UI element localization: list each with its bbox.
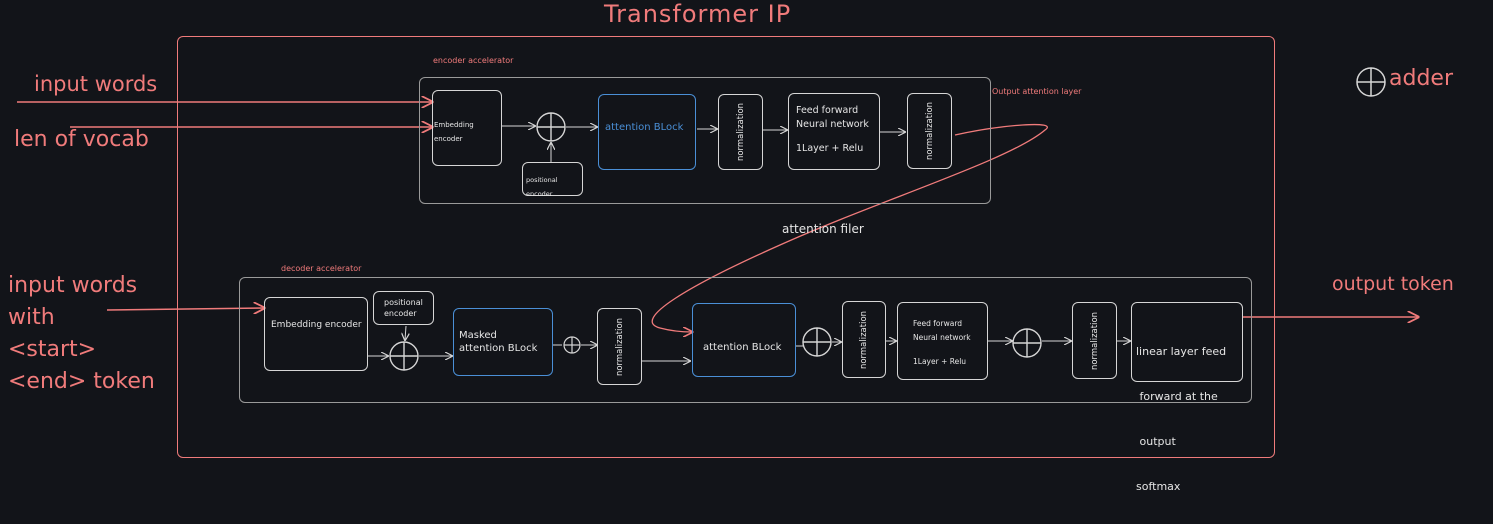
decoder-attention-label: attention BLock (703, 342, 782, 353)
diagram-title: Transformer IP (604, 0, 792, 28)
decoder-input-label: input words with <start> <end> token (8, 270, 155, 398)
legend-adder-icon (1356, 67, 1386, 97)
encoder-norm1-label: normalization (735, 102, 746, 162)
decoder-linear-line-1: linear layer feed (1136, 345, 1227, 358)
decoder-linear-label: linear layer feed forward at the output … (1136, 314, 1226, 524)
encoder-embedding-block: Embedding encoder (432, 90, 502, 166)
attention-filter-label: attention filer (782, 222, 864, 236)
decoder-positional-block: positional encoder (373, 291, 434, 325)
decoder-adder-1-icon (389, 341, 419, 371)
encoder-attention-block: attention BLock (598, 94, 696, 170)
transformer-ip-frame (177, 36, 1275, 458)
decoder-input-line-3: <start> (8, 337, 97, 362)
decoder-ffn-line-1: Feed forward (913, 319, 963, 328)
encoder-ffn-label: Feed forward Neural network 1Layer + Rel… (796, 104, 869, 156)
decoder-ffn-line-4: 1Layer + Relu (913, 357, 967, 366)
decoder-norm2-label: normalization (859, 310, 869, 369)
encoder-accelerator (419, 77, 991, 204)
encoder-positional-block: positional encoder (522, 162, 583, 198)
encoder-attention-label: attention BLock (605, 122, 684, 133)
decoder-title: decoder accelerator (281, 264, 362, 273)
decoder-linear-line-3: output (1136, 435, 1176, 448)
decoder-ffn-block: Feed forward Neural network 1Layer + Rel… (897, 302, 988, 380)
decoder-norm3-block: normalization (1072, 302, 1117, 379)
decoder-adder-2-icon (563, 336, 581, 354)
output-label: output token (1332, 273, 1454, 295)
encoder-title: encoder accelerator (433, 56, 514, 65)
decoder-input-line-4: <end> token (8, 369, 155, 394)
encoder-output-label: Output attention layer (992, 87, 1082, 96)
decoder-masked-line-1: Masked (459, 330, 497, 341)
decoder-norm3-label: normalization (1089, 311, 1100, 370)
decoder-positional-label: positional encoder (384, 297, 423, 319)
decoder-norm1-block: normalization (597, 308, 642, 385)
encoder-adder-icon (536, 112, 566, 142)
encoder-ffn-line-1: Feed forward (796, 105, 859, 116)
legend-adder-label: adder (1389, 66, 1453, 91)
encoder-norm2-block: normalization (907, 93, 952, 169)
encoder-ffn-block: Feed forward Neural network 1Layer + Rel… (788, 93, 880, 170)
decoder-positional-line-2: encoder (384, 309, 417, 318)
input-words-label: input words (34, 72, 158, 96)
vocab-label: len of vocab (14, 127, 149, 152)
encoder-ffn-line-4: 1Layer + Relu (796, 143, 864, 154)
decoder-embedding-label: Embedding encoder (271, 320, 362, 330)
decoder-norm2-block: normalization (842, 301, 886, 378)
decoder-linear-line-2: forward at the (1136, 390, 1218, 403)
decoder-masked-attention-block: Masked attention BLock (453, 308, 553, 376)
encoder-embedding-label: Embedding encoder (434, 121, 474, 143)
decoder-embedding-block: Embedding encoder (264, 297, 368, 371)
encoder-positional-label: positional encoder (526, 176, 558, 198)
decoder-masked-label: Masked attention BLock (459, 329, 537, 355)
decoder-input-line-2: with (8, 305, 55, 330)
encoder-ffn-line-2: Neural network (796, 119, 869, 130)
encoder-norm2-label: normalization (924, 101, 935, 161)
decoder-attention-block: attention BLock (692, 303, 796, 377)
decoder-input-arrow (106, 308, 264, 310)
decoder-linear-block: linear layer feed forward at the output … (1131, 302, 1243, 493)
connections-svg (17, 67, 1493, 371)
attention-filter-curve (651, 123, 1048, 332)
decoder-ffn-line-2: Neural network (913, 333, 971, 342)
decoder-norm1-label: normalization (614, 317, 625, 376)
encoder-norm1-block: normalization (718, 94, 763, 170)
decoder-positional-line-1: positional (384, 298, 423, 307)
decoder-linear-line-4: softmax (1136, 480, 1181, 493)
decoder-accelerator (239, 277, 1252, 403)
decoder-ffn-label: Feed forward Neural network 1Layer + Rel… (913, 317, 971, 369)
decoder-adder-4-icon (1012, 328, 1042, 358)
decoder-masked-line-2: attention BLock (459, 343, 538, 354)
decoder-adder-3-icon (802, 327, 832, 357)
decoder-input-line-1: input words (8, 273, 138, 298)
